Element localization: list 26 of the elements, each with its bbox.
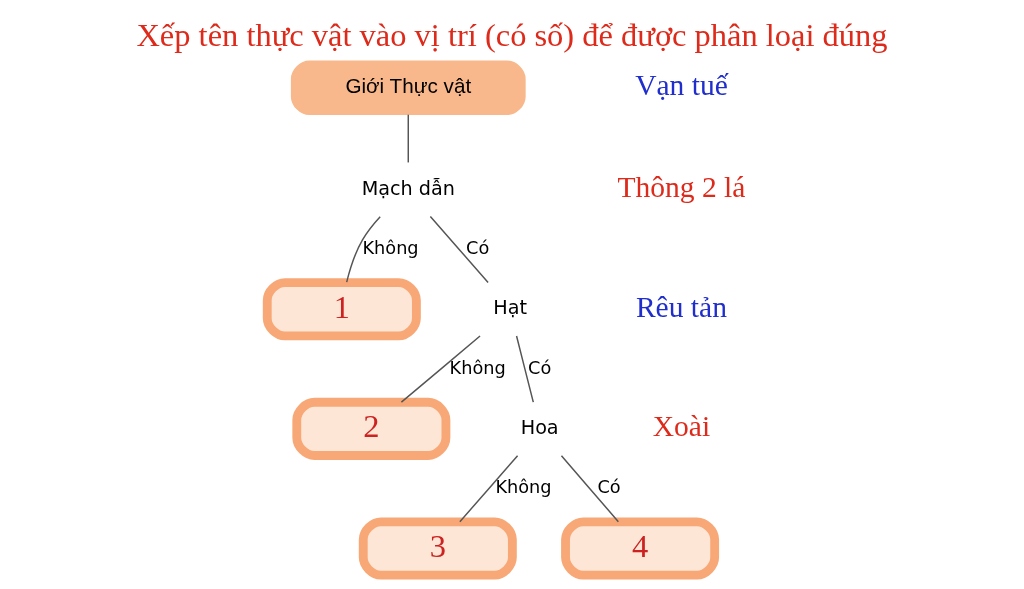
edge-label: Có	[528, 357, 552, 378]
node-box: Giới Thực vật	[290, 60, 526, 116]
node-text: Mạch dẫn	[361, 176, 455, 200]
node-box: 4	[561, 517, 720, 580]
node-text: Hoa	[520, 415, 559, 439]
connector	[400, 335, 481, 403]
connector	[515, 335, 535, 403]
label: Rêu tản	[635, 290, 727, 323]
edge-label: Không	[495, 477, 552, 498]
label: Vạn tuế	[635, 69, 728, 102]
label: Thông 2 lá	[617, 171, 746, 204]
diagram-title: Xếp tên thực vật vào vị trí (có số) để được phân loại đúng	[136, 16, 888, 53]
label: Xoài	[652, 410, 711, 443]
connector	[560, 454, 620, 523]
connector	[459, 454, 519, 523]
connector	[407, 114, 409, 164]
edge-label: Không	[449, 357, 506, 378]
edge-label: Có	[466, 238, 490, 259]
connector	[429, 215, 489, 284]
node-box: 2	[292, 397, 451, 460]
edge-label: Có	[597, 477, 621, 498]
node-box: 3	[358, 517, 517, 580]
edge-label: Không	[362, 238, 419, 259]
node-box: 1	[262, 278, 421, 341]
connector	[345, 215, 381, 283]
node-text: Hạt	[493, 296, 528, 320]
